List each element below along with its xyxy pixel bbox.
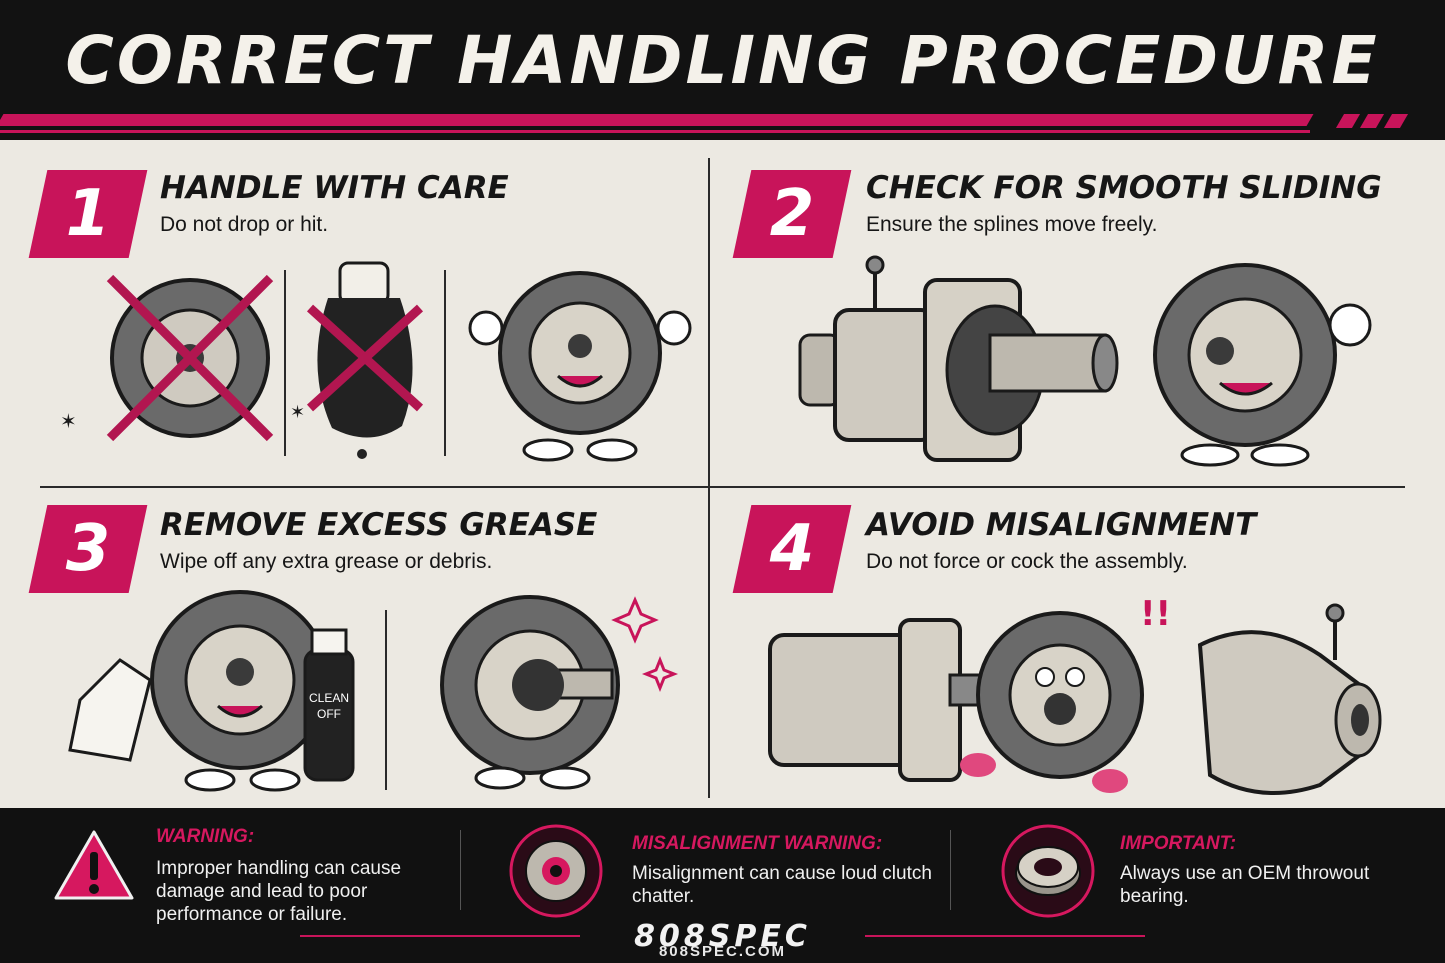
header-stripe-thin xyxy=(0,130,1310,133)
footer-bar xyxy=(0,808,1445,963)
misalignment-heading: MISALIGNMENT WARNING: xyxy=(632,833,883,854)
step-1-number-badge: 1 xyxy=(28,170,148,258)
step-3-title: REMOVE EXCESS GREASE xyxy=(160,507,598,543)
step-4-subtitle: Do not force or cock the assembly. xyxy=(866,550,1188,573)
wiping-clutch-disc-icon xyxy=(440,595,679,790)
misalignment-text: Misalignment can cause loud clutch chatt… xyxy=(632,863,932,907)
step-1-illustration: ✶ ✶ xyxy=(60,261,692,462)
svg-text:✶: ✶ xyxy=(60,411,77,433)
page-title: CORRECT HANDLING PROCEDURE xyxy=(65,22,1380,99)
vertical-divider xyxy=(708,158,710,798)
transmission-housing-icon xyxy=(1197,603,1382,795)
step-4-number-badge: 4 xyxy=(732,505,852,593)
footer-divider xyxy=(950,830,951,910)
clutch-disc-with-rag-icon: CLEAN OFF xyxy=(68,590,355,792)
clutch-disc-icon xyxy=(509,824,603,918)
throwout-bearing-icon xyxy=(1001,824,1095,918)
greasy-hand-icon xyxy=(306,261,424,459)
step-2-subtitle: Ensure the splines move freely. xyxy=(866,213,1158,236)
header-stripe xyxy=(0,114,1314,126)
brand-line-right xyxy=(865,935,1145,937)
horizontal-divider xyxy=(40,486,1405,488)
svg-text:!!: !! xyxy=(1140,594,1171,634)
step-4-illustration: !! xyxy=(768,594,1382,795)
important-text: Always use an OEM throwout bearing. xyxy=(1120,863,1370,907)
footer-divider xyxy=(460,830,461,910)
svg-text:OFF: OFF xyxy=(317,707,341,721)
transmission-input-shaft-icon xyxy=(798,255,1119,462)
svg-text:✶: ✶ xyxy=(290,402,305,422)
step-3-number-badge: 3 xyxy=(28,505,148,593)
step-2-number-badge: 2 xyxy=(732,170,852,258)
step-1-title: HANDLE WITH CARE xyxy=(160,170,509,206)
step-2-illustration xyxy=(798,255,1372,467)
warning-triangle-icon xyxy=(54,830,134,900)
step-1-subtitle: Do not drop or hit. xyxy=(160,213,329,236)
brand-line-left xyxy=(300,935,580,937)
brand-logo: 808SPEC xyxy=(634,919,811,954)
step-3-illustration: CLEAN OFF xyxy=(68,590,679,792)
step-3-subtitle: Wipe off any extra grease or debris. xyxy=(160,550,493,573)
dropped-clutch-disc-icon: ✶ ✶ xyxy=(60,274,305,442)
brand-url: 808SPEC.COM xyxy=(658,943,787,960)
shocked-clutch-disc-icon: !! xyxy=(960,594,1171,793)
step-2-title: CHECK FOR SMOOTH SLIDING xyxy=(866,170,1382,206)
warning-text: Improper handling can cause damage and l… xyxy=(156,858,402,925)
important-heading: IMPORTANT: xyxy=(1120,833,1237,854)
winking-clutch-disc-icon xyxy=(1153,263,1372,467)
spray-can-label: CLEAN xyxy=(309,691,349,705)
warning-heading: WARNING: xyxy=(156,826,255,847)
happy-clutch-disc-icon xyxy=(468,271,692,462)
step-4-title: AVOID MISALIGNMENT xyxy=(866,507,1257,543)
